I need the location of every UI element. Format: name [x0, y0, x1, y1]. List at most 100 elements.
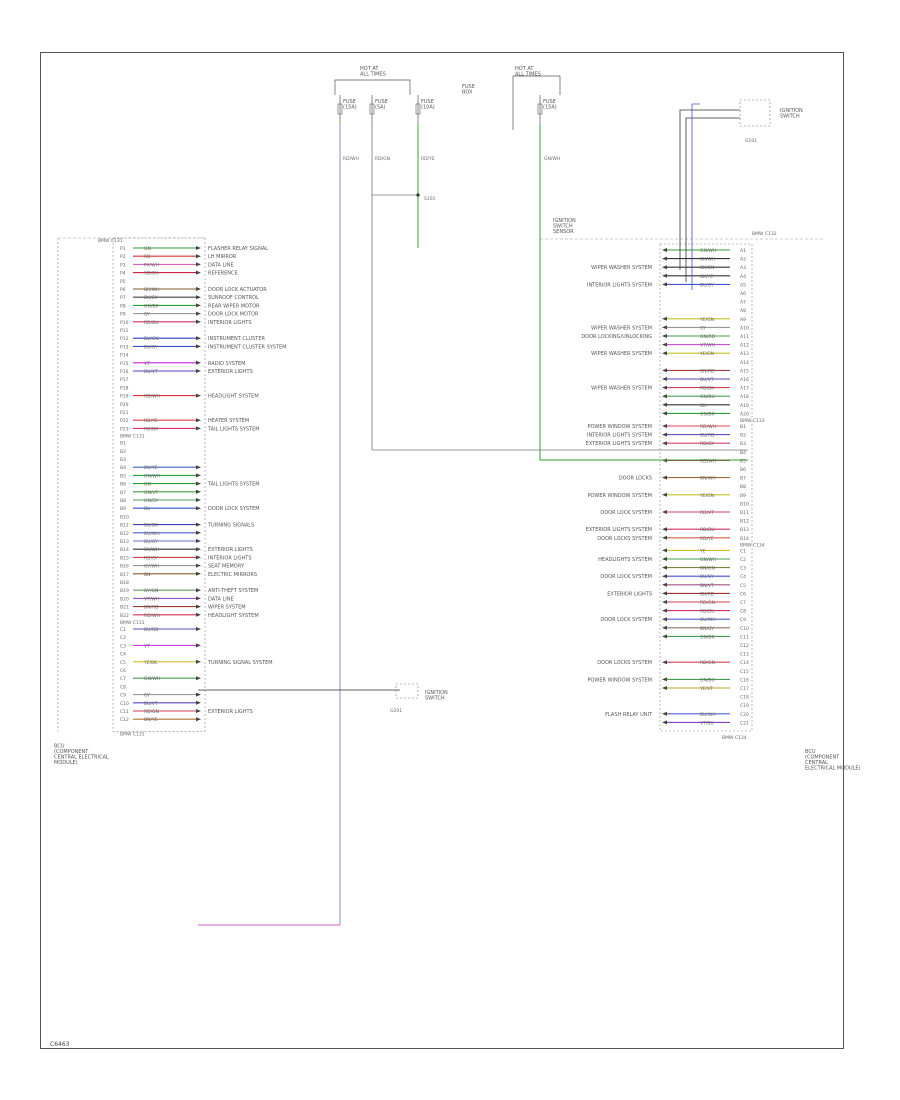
right-arrow: [662, 432, 667, 437]
left-wire-label: GY/GN: [144, 588, 158, 594]
left-arrow: [196, 262, 201, 267]
left-pin-number: P6: [120, 287, 126, 293]
left-arrow: [196, 303, 201, 308]
splice-label: S101: [424, 196, 436, 202]
left-pin-number: B4: [120, 465, 126, 471]
left-arrow: [196, 563, 201, 568]
left-pin-number: C4: [120, 652, 126, 658]
right-arrow: [662, 492, 667, 497]
right-arrow: [662, 565, 667, 570]
right-pin-desc: EXTERIOR LIGHTS: [607, 591, 652, 597]
right-wire-label: RD/YE: [700, 536, 714, 542]
left-pin-desc: FLASHER RELAY SIGNAL: [208, 246, 268, 252]
fuse-label-1: FUSE: [375, 99, 388, 105]
right-pin-number: C13: [740, 652, 749, 658]
left-arrow: [196, 700, 201, 705]
left-pin-desc: DATA LINE: [208, 596, 234, 602]
feed-wire-3-label: RD/YE: [421, 156, 435, 162]
left-pin-number: B14: [120, 547, 129, 553]
right-wire-label: BN/VT: [700, 583, 714, 589]
right-arrow: [662, 377, 667, 381]
left-wire-label: VT: [144, 361, 150, 367]
right-pin-desc: DOOR LOCKING/UNLOCKING: [581, 334, 652, 340]
right-arrow: [662, 265, 667, 270]
left-arrow: [196, 489, 201, 494]
left-pin-desc: TURNING SIGNALS: [207, 523, 254, 529]
left-pin-desc: INSTRUMENT CLUSTER: [208, 336, 266, 342]
left-wire-label: GN/BK: [144, 303, 159, 309]
left-wire-label: GN: [144, 482, 151, 488]
left-wire-label: BN: [144, 572, 150, 578]
right-wire-label: BU/VT: [700, 377, 714, 383]
left-pin-number: P17: [120, 377, 129, 383]
right-pin-number: B13: [740, 527, 749, 533]
right-wire-label: BN/GN: [700, 566, 715, 572]
left-pin-number: B2: [120, 449, 126, 455]
right-arrow: [662, 424, 667, 428]
left-wire-label: BK/GY: [144, 295, 158, 301]
right-pin-number: C14: [740, 660, 749, 666]
feed-wire-1-label: RD/WH: [343, 156, 359, 162]
right-pin-desc: DOOR LOCKS SYSTEM: [597, 536, 652, 542]
fuse-label-4: (15A): [543, 105, 557, 111]
ignition-sensor-label: SWITCH: [553, 224, 573, 230]
left-pin-number: P14: [120, 353, 129, 359]
left-pin-desc: ELECTRIC MIRRORS: [208, 572, 257, 578]
right-pin-number: C16: [740, 677, 749, 683]
left-wire-label: BU: [144, 506, 150, 512]
left-pin-number: P19: [120, 394, 129, 400]
left-arrow: [196, 604, 201, 609]
right-arrow: [662, 351, 667, 356]
right-pin-desc: DOOR LOCK SYSTEM: [600, 574, 652, 580]
feed-wire-5-label: GN/WH: [544, 156, 560, 162]
left-pin-number: P18: [120, 385, 129, 391]
right-arrow: [662, 660, 667, 665]
left-pin-desc: HEATER SYSTEM: [208, 418, 249, 424]
ignition-sensor-label: IGNITION: [553, 218, 576, 224]
right-pin-number: B5: [740, 458, 746, 464]
top-right-switch-label: SWITCH: [780, 114, 800, 120]
left-pin-number: B7: [120, 490, 126, 496]
left-module-label: CENTRAL ELECTRICAL: [54, 754, 109, 760]
left-wire-label: BN/YE: [144, 717, 158, 723]
right-wire-label: BK/WH: [700, 257, 715, 263]
right-arrow: [662, 441, 667, 446]
right-connector-label: BMW C133: [740, 418, 765, 424]
left-arrow: [196, 254, 201, 259]
top-bus-right: [512, 75, 561, 130]
right-arrow: [662, 600, 667, 604]
left-arrow: [196, 287, 201, 291]
right-pin-number: C5: [740, 583, 746, 589]
right-pin-number: A10: [740, 325, 749, 331]
right-arrow: [662, 535, 667, 540]
top-label-hot-at-all-times-1: HOT AT: [360, 66, 379, 72]
left-pin-desc: TAIL LIGHTS SYSTEM: [207, 482, 260, 488]
left-arrow: [196, 588, 201, 593]
left-arrow: [196, 473, 201, 478]
left-pin-number: C9: [120, 693, 126, 699]
right-wire-label: RD/BU: [700, 527, 715, 533]
left-pin-number: P4: [120, 271, 126, 277]
left-pin-desc: SEAT MEMORY: [208, 564, 245, 570]
left-wire-label: BU/RD: [144, 627, 159, 633]
diagram-frame: [40, 52, 844, 1049]
left-pin-number: C3: [120, 643, 126, 649]
right-pin-number: C20: [740, 712, 749, 718]
right-pin-number: A13: [740, 351, 749, 357]
left-arrow: [196, 246, 201, 250]
right-pin-number: A17: [740, 386, 749, 392]
left-pin-number: P22: [120, 418, 129, 424]
left-pin-desc: TURNING SIGNAL SYSTEM: [207, 660, 273, 666]
left-wire-label: BU/YE: [144, 465, 158, 471]
left-pin-desc: DOOR LOCK ACTUATOR: [208, 287, 267, 293]
right-pin-number: B2: [740, 433, 746, 439]
right-pin-number: C1: [740, 548, 746, 554]
left-pin-number: B6: [120, 482, 126, 488]
left-arrow: [196, 336, 201, 341]
right-pin-number: C8: [740, 609, 746, 615]
left-pin-desc: WIPER SYSTEM: [208, 605, 246, 611]
right-arrow: [662, 248, 667, 252]
right-wire-label: RD/WH: [700, 458, 716, 464]
right-pin-desc: EXTERIOR LIGHTS SYSTEM: [586, 527, 652, 533]
right-arrow: [662, 368, 667, 373]
